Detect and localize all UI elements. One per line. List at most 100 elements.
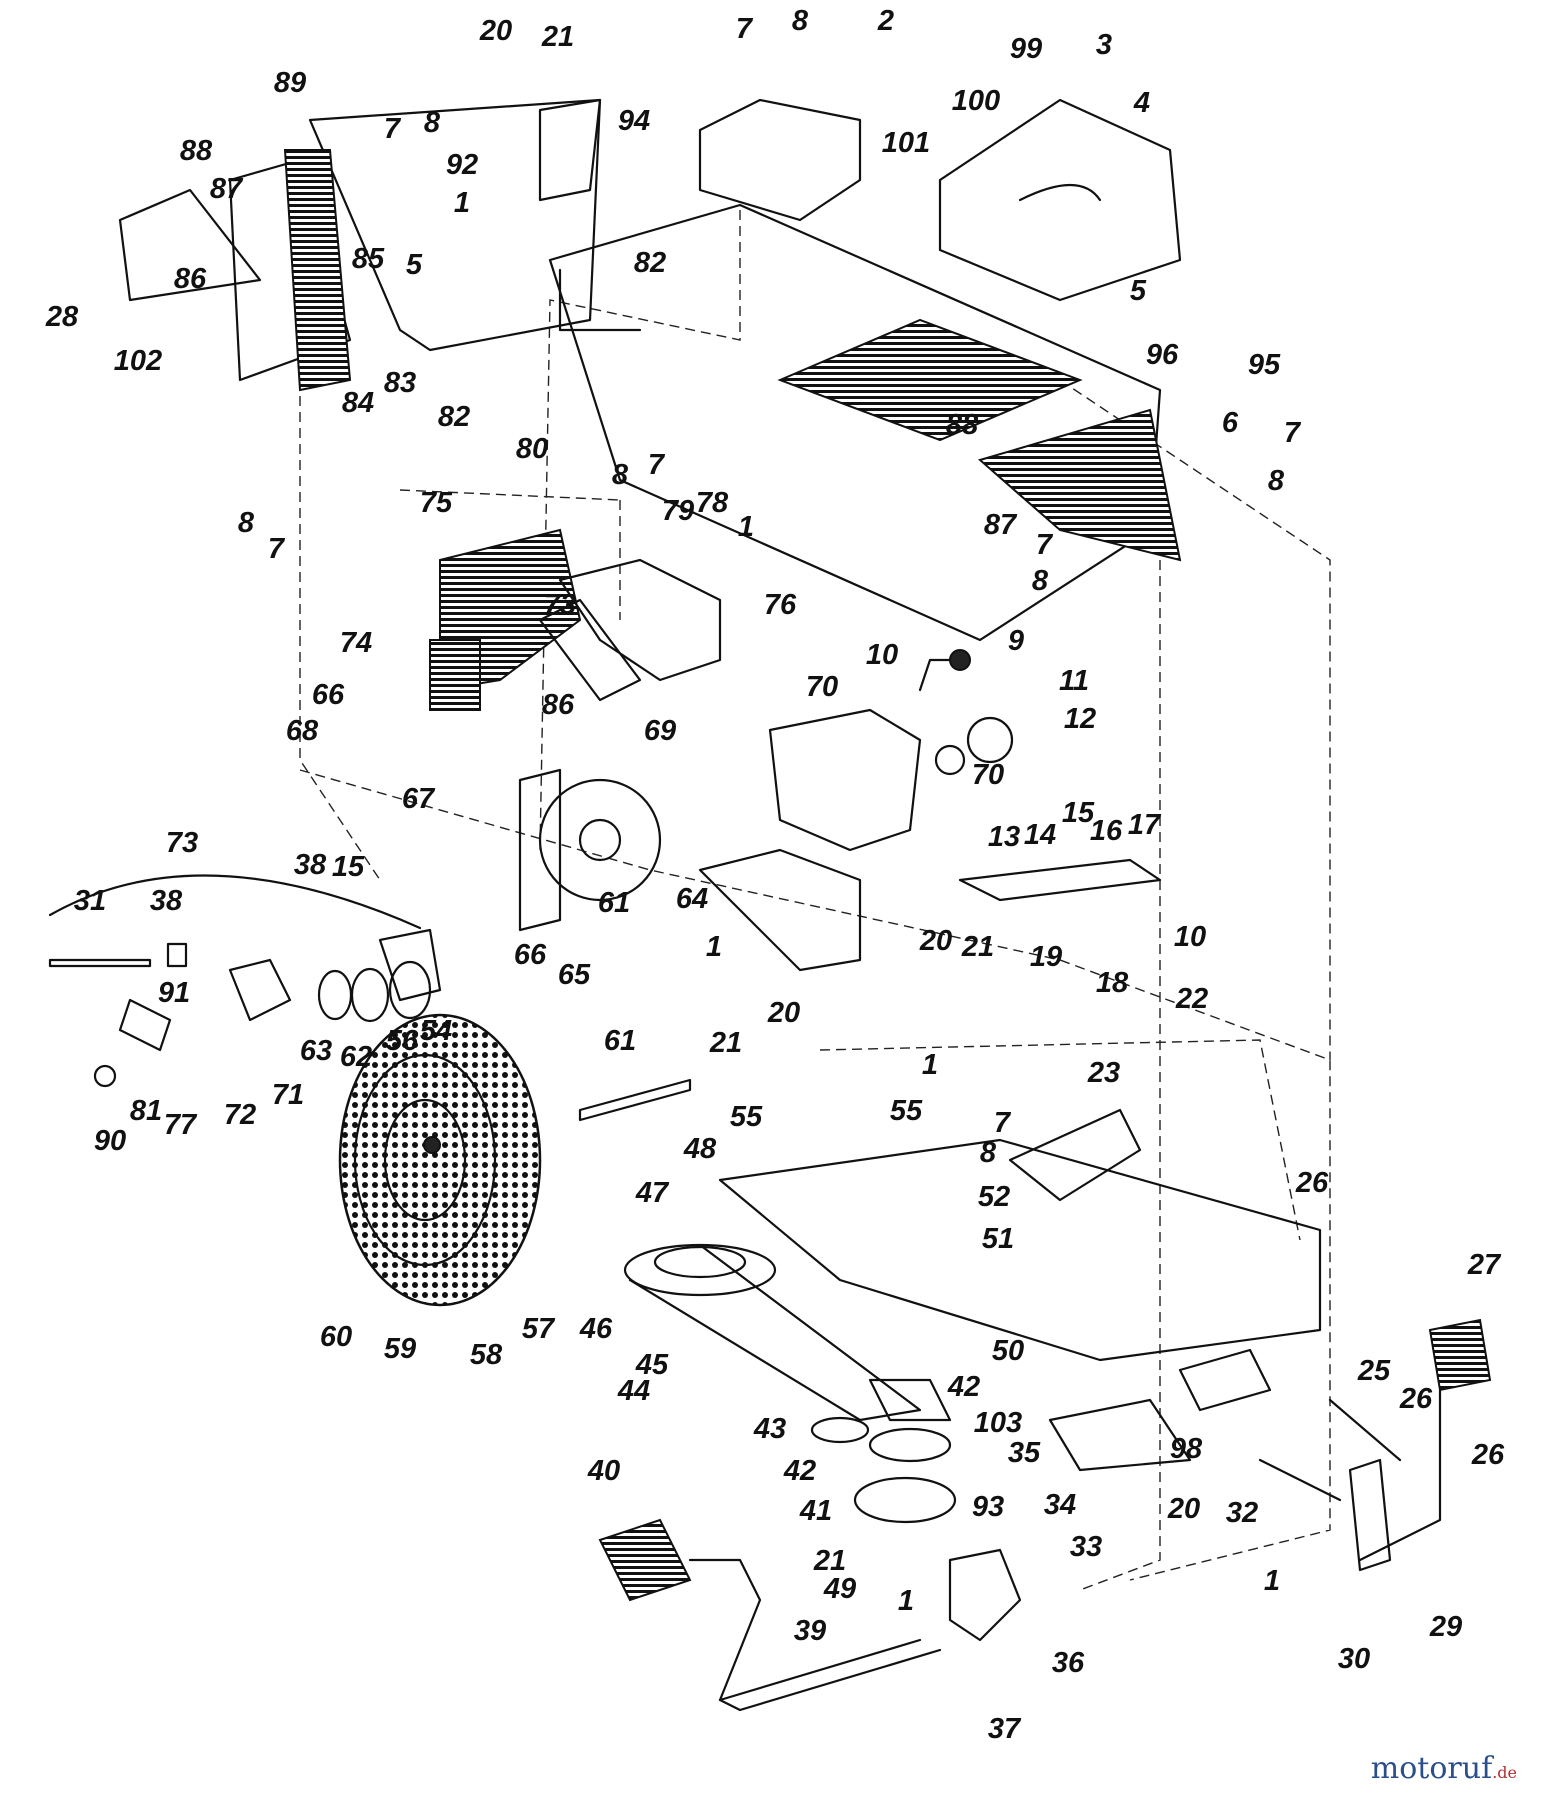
dashboard-panel: [118, 98, 602, 392]
callout-7: 7: [648, 449, 666, 481]
callout-87: 87: [984, 509, 1018, 541]
callout-73: 73: [166, 827, 198, 859]
callout-6: 6: [1222, 407, 1239, 439]
callout-7: 7: [736, 13, 754, 45]
callout-96: 96: [1146, 339, 1179, 371]
motoruf-watermark: motoruf.de: [1371, 1751, 1517, 1786]
callout-7: 7: [384, 113, 402, 145]
callout-99: 99: [1010, 33, 1042, 65]
callout-29: 29: [1429, 1611, 1462, 1643]
callout-15: 15: [332, 851, 365, 883]
callout-26: 26: [1399, 1383, 1433, 1415]
callout-19: 19: [1030, 941, 1062, 973]
callout-22: 22: [1175, 983, 1208, 1015]
callout-47: 47: [635, 1177, 670, 1209]
callout-38: 38: [294, 849, 327, 881]
callout-36: 36: [1052, 1647, 1085, 1679]
callout-11: 11: [1059, 665, 1089, 697]
callout-78: 78: [696, 487, 729, 519]
callout-65: 65: [558, 959, 591, 991]
callout-92: 92: [446, 149, 478, 181]
callout-17: 17: [1128, 809, 1162, 841]
lower-plate: [718, 1108, 1322, 1472]
callout-8: 8: [612, 459, 629, 491]
callout-79: 79: [662, 495, 694, 527]
callout-77: 77: [164, 1109, 198, 1141]
callout-2: 2: [877, 5, 894, 37]
callout-42: 42: [783, 1455, 816, 1487]
callout-82: 82: [438, 401, 470, 433]
callout-61: 61: [604, 1025, 636, 1057]
callout-12: 12: [1064, 703, 1096, 735]
callout-70: 70: [806, 671, 838, 703]
callout-35: 35: [1008, 1437, 1041, 1469]
callout-44: 44: [617, 1375, 650, 1407]
callout-63: 63: [300, 1035, 332, 1067]
callout-73: 73: [544, 589, 576, 621]
callout-8: 8: [980, 1137, 997, 1169]
callout-98: 98: [1170, 1433, 1203, 1465]
callout-5: 5: [406, 249, 423, 281]
callout-8: 8: [1032, 565, 1049, 597]
callout-71: 71: [272, 1079, 304, 1111]
callout-45: 45: [635, 1349, 669, 1381]
watermark-suffix: .de: [1492, 1763, 1517, 1782]
callout-93: 93: [972, 1491, 1004, 1523]
callout-55: 55: [890, 1095, 923, 1127]
callout-101: 101: [882, 127, 930, 159]
callout-67: 67: [402, 783, 436, 815]
callout-20: 20: [1167, 1493, 1200, 1525]
hood-body: [548, 98, 1182, 642]
callout-7: 7: [1284, 417, 1302, 449]
callout-1: 1: [454, 187, 470, 219]
callout-7: 7: [1036, 529, 1054, 561]
callout-66: 66: [514, 939, 547, 971]
callout-86: 86: [174, 263, 207, 295]
callout-52: 52: [978, 1181, 1010, 1213]
callout-74: 74: [340, 627, 372, 659]
callout-33: 33: [1070, 1531, 1102, 1563]
callout-5: 5: [1130, 275, 1147, 307]
callout-1: 1: [706, 931, 722, 963]
transmission: [698, 649, 1162, 972]
callout-38: 38: [150, 885, 183, 917]
callout-95: 95: [1248, 349, 1281, 381]
callout-23: 23: [1087, 1057, 1120, 1089]
callout-20: 20: [479, 15, 512, 47]
callout-39: 39: [794, 1615, 826, 1647]
callout-60: 60: [320, 1321, 352, 1353]
callout-21: 21: [709, 1027, 742, 1059]
callout-82: 82: [634, 247, 666, 279]
callout-88: 88: [946, 409, 979, 441]
callout-87: 87: [210, 173, 244, 205]
callout-20: 20: [767, 997, 800, 1029]
callout-4: 4: [1133, 87, 1150, 119]
callout-56: 56: [386, 1025, 419, 1057]
callout-61: 61: [598, 887, 630, 919]
callout-16: 16: [1090, 815, 1123, 847]
callout-54: 54: [420, 1015, 452, 1047]
callout-1: 1: [898, 1585, 914, 1617]
callout-21: 21: [961, 931, 994, 963]
callout-8: 8: [424, 107, 441, 139]
callout-32: 32: [1226, 1497, 1258, 1529]
callout-58: 58: [470, 1339, 503, 1371]
callout-18: 18: [1096, 967, 1129, 999]
callout-83: 83: [384, 367, 416, 399]
callout-50: 50: [992, 1335, 1024, 1367]
callout-80: 80: [516, 433, 548, 465]
callout-48: 48: [683, 1133, 717, 1165]
callout-66: 66: [312, 679, 345, 711]
pedals: [598, 1318, 1492, 1712]
callout-84: 84: [342, 387, 374, 419]
callout-8: 8: [1268, 465, 1285, 497]
callout-21: 21: [813, 1545, 846, 1577]
callout-103: 103: [974, 1407, 1022, 1439]
watermark-text: motoruf: [1370, 1751, 1493, 1786]
callout-49: 49: [823, 1573, 856, 1605]
callout-25: 25: [1357, 1355, 1391, 1387]
callout-40: 40: [587, 1455, 620, 1487]
callout-90: 90: [94, 1125, 126, 1157]
callout-30: 30: [1338, 1643, 1370, 1675]
callout-10: 10: [1174, 921, 1206, 953]
